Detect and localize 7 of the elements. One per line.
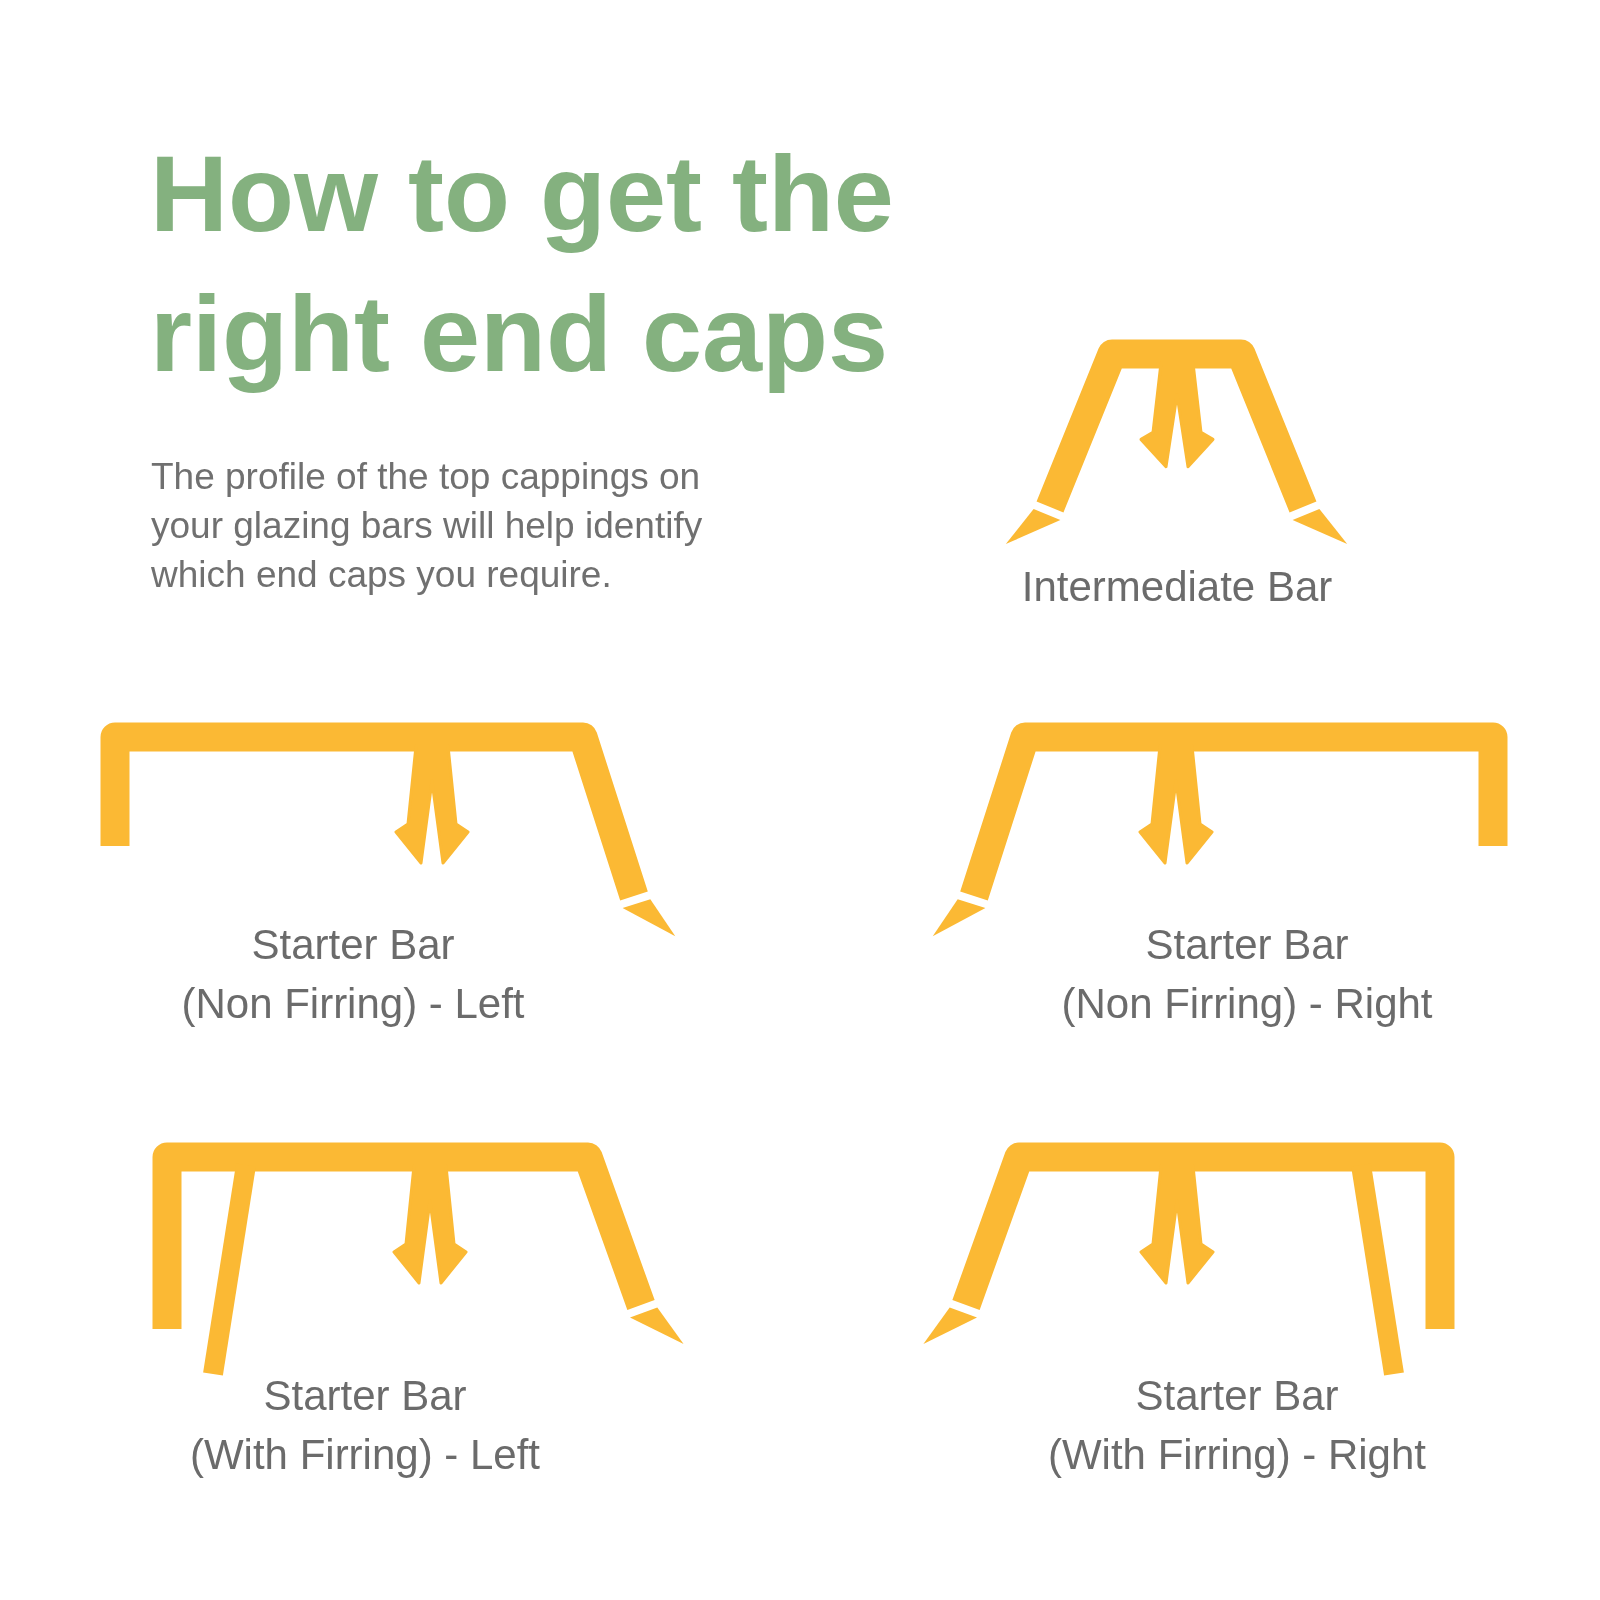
profile-label: Starter Bar (With Firring) - Left [190, 1371, 540, 1480]
title-heading: How to get the right end caps [150, 132, 894, 396]
profile-label: Starter Bar (Non Firring) - Right [1061, 920, 1433, 1029]
description-text: The profile of the top cappings on your glazing bars will help identify which end caps you require. [151, 455, 703, 597]
profile-label: Starter Bar (Non Firring) - Left [181, 920, 525, 1029]
profile-label: Intermediate Bar [1021, 562, 1333, 612]
profile-label: Starter Bar (With Firring) - Right [1048, 1371, 1426, 1480]
